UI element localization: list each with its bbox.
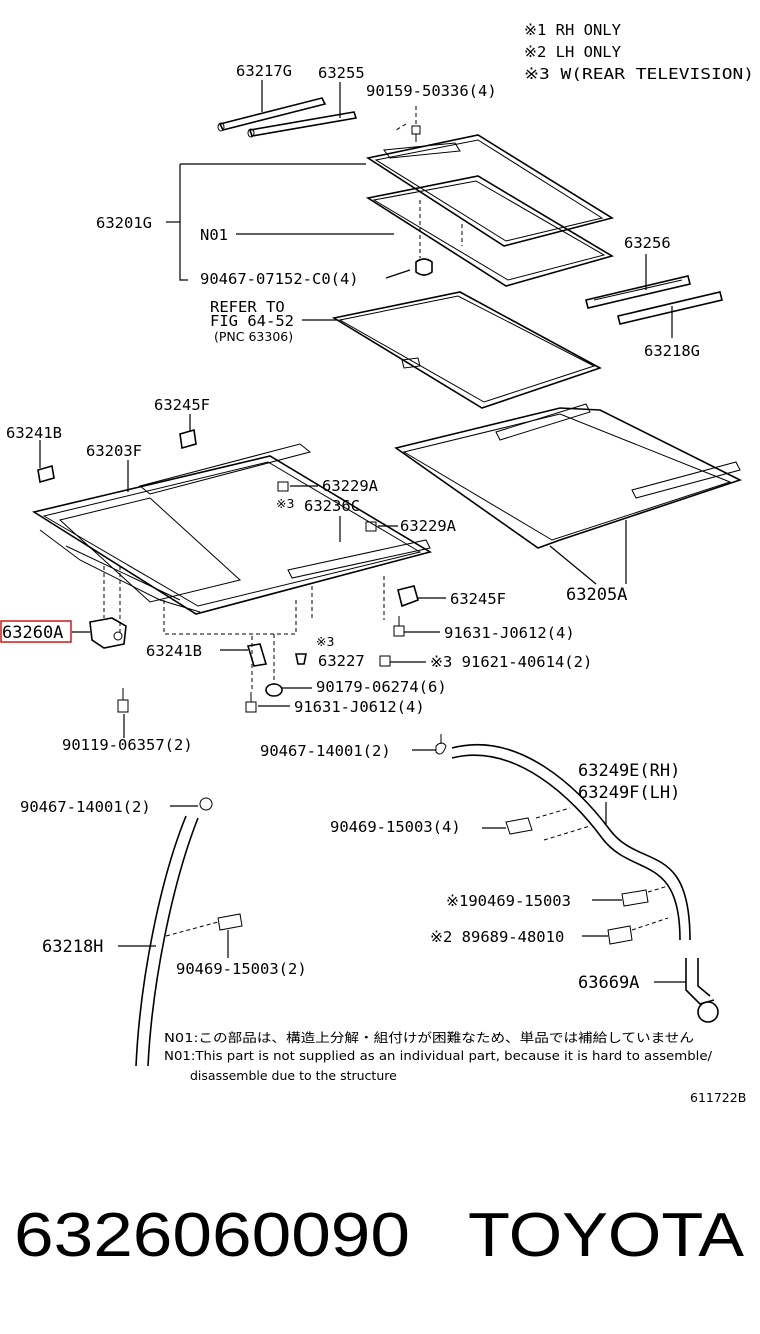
drain-hose-63218h[interactable] bbox=[135, 815, 199, 1067]
label-fig-64-52: FIG 64-52 bbox=[210, 312, 294, 330]
label-91621: ※3 91621-40614(2) bbox=[430, 653, 592, 671]
label-90159: 90159-50336(4) bbox=[366, 82, 497, 100]
label-90467-07152: 90467-07152-C0(4) bbox=[200, 270, 359, 288]
clip-90469-a[interactable] bbox=[505, 817, 533, 835]
label-refer-to: REFER TO bbox=[210, 298, 285, 316]
label-63203f: 63203F bbox=[86, 442, 142, 460]
label-63249f: 63249F(LH) bbox=[578, 783, 680, 803]
label-63205a: 63205A bbox=[566, 585, 627, 605]
caption-part-number: 6326060090 bbox=[14, 1201, 410, 1270]
sunshade-panel[interactable] bbox=[331, 291, 602, 409]
caption-brand: TOYOTA bbox=[468, 1201, 745, 1270]
bracket-63260a[interactable] bbox=[89, 617, 127, 649]
label-63229a-1: 63229A bbox=[322, 477, 379, 495]
bracket-63241b-top[interactable] bbox=[37, 464, 55, 484]
drain-hose-63669a[interactable] bbox=[685, 958, 719, 1023]
glass-panel[interactable] bbox=[365, 134, 615, 247]
weatherstrip-n01[interactable] bbox=[365, 175, 615, 287]
nut-90179[interactable] bbox=[265, 683, 283, 697]
label-91631-upper: 91631-J0612(4) bbox=[444, 624, 575, 642]
label-89689: ※2 89689-48010 bbox=[430, 928, 564, 946]
label-mark3-a: ※3 bbox=[276, 496, 294, 511]
clip-63227[interactable] bbox=[295, 653, 307, 665]
figure-code: 611722B bbox=[690, 1090, 746, 1105]
label-63236c: 63236C bbox=[304, 497, 360, 515]
bracket-63241b-2[interactable] bbox=[246, 643, 268, 667]
label-90469-a: 90469-15003(4) bbox=[330, 818, 461, 836]
label-90179: 90179-06274(6) bbox=[316, 678, 447, 696]
drain-hose-63249e-f[interactable] bbox=[451, 743, 691, 941]
label-63260a[interactable]: 63260A bbox=[2, 623, 63, 643]
label-91631-lower: 91631-J0612(4) bbox=[294, 698, 425, 716]
drive-frame-63205a[interactable] bbox=[394, 403, 743, 549]
label-63201g: 63201G bbox=[96, 214, 152, 232]
strip-63256[interactable] bbox=[585, 275, 691, 309]
clip-90467-14001-b[interactable] bbox=[199, 797, 213, 811]
bracket-63245f-top[interactable] bbox=[179, 428, 197, 450]
bolt-91631-upper[interactable] bbox=[393, 616, 405, 637]
bracket-63245f-2[interactable] bbox=[397, 585, 419, 608]
clip-90467-07152[interactable] bbox=[415, 258, 433, 276]
footnote-jp: N01:この部品は、構造上分解・組付けが困難なため、単品では補給していません bbox=[164, 1030, 694, 1045]
label-63255: 63255 bbox=[318, 64, 365, 82]
label-63229a-2: 63229A bbox=[400, 517, 457, 535]
note-rh-only: ※1 RH ONLY bbox=[524, 21, 622, 39]
label-63241b-2: 63241B bbox=[146, 642, 202, 660]
label-63256: 63256 bbox=[624, 234, 671, 252]
label-mark3-b: ※3 bbox=[316, 634, 334, 649]
clip-90469-b[interactable] bbox=[217, 913, 243, 931]
label-n01: N01 bbox=[200, 226, 228, 244]
note-lh-only: ※2 LH ONLY bbox=[524, 43, 622, 61]
label-90467-14001-b: 90467-14001(2) bbox=[20, 798, 151, 816]
label-63218g: 63218G bbox=[644, 342, 700, 360]
label-63669a: 63669A bbox=[578, 973, 639, 993]
label-63217g: 63217G bbox=[236, 62, 292, 80]
label-90469-rh: ※190469-15003 bbox=[446, 892, 571, 910]
housing-63203f[interactable] bbox=[31, 443, 433, 615]
clip-90469-rh[interactable] bbox=[621, 889, 649, 907]
label-90119: 90119-06357(2) bbox=[62, 736, 193, 754]
screw-90159[interactable] bbox=[411, 125, 421, 142]
clip-89689[interactable] bbox=[607, 925, 633, 945]
label-90469-b: 90469-15003(2) bbox=[176, 960, 307, 978]
label-63241b-top: 63241B bbox=[6, 424, 62, 442]
strip-63217g[interactable] bbox=[217, 97, 327, 132]
label-63218h: 63218H bbox=[42, 937, 103, 957]
strip-63218g[interactable] bbox=[617, 291, 723, 325]
strip-63255[interactable] bbox=[247, 111, 358, 138]
clip-63229a-2[interactable] bbox=[365, 521, 377, 532]
bolt-90119[interactable] bbox=[117, 688, 129, 713]
bolt-91621[interactable] bbox=[379, 655, 391, 667]
clip-63229a-1[interactable] bbox=[277, 481, 289, 492]
label-63245f-2: 63245F bbox=[450, 590, 506, 608]
bolt-91631-lower[interactable] bbox=[245, 692, 257, 713]
clip-90467-14001-a[interactable] bbox=[435, 734, 447, 755]
highlight-box bbox=[0, 620, 72, 643]
label-63249e: 63249E(RH) bbox=[578, 761, 680, 781]
label-63227: 63227 bbox=[318, 652, 365, 670]
footnote-en-2: disassemble due to the structure bbox=[190, 1068, 397, 1083]
label-pnc-63306: (PNC 63306) bbox=[214, 329, 293, 344]
footnote-en-1: N01:This part is not supplied as an indi… bbox=[164, 1048, 713, 1063]
label-90467-14001-a: 90467-14001(2) bbox=[260, 742, 391, 760]
label-63245f-top: 63245F bbox=[154, 396, 210, 414]
note-rear-television: ※3 W(REAR TELEVISION) bbox=[524, 65, 754, 83]
